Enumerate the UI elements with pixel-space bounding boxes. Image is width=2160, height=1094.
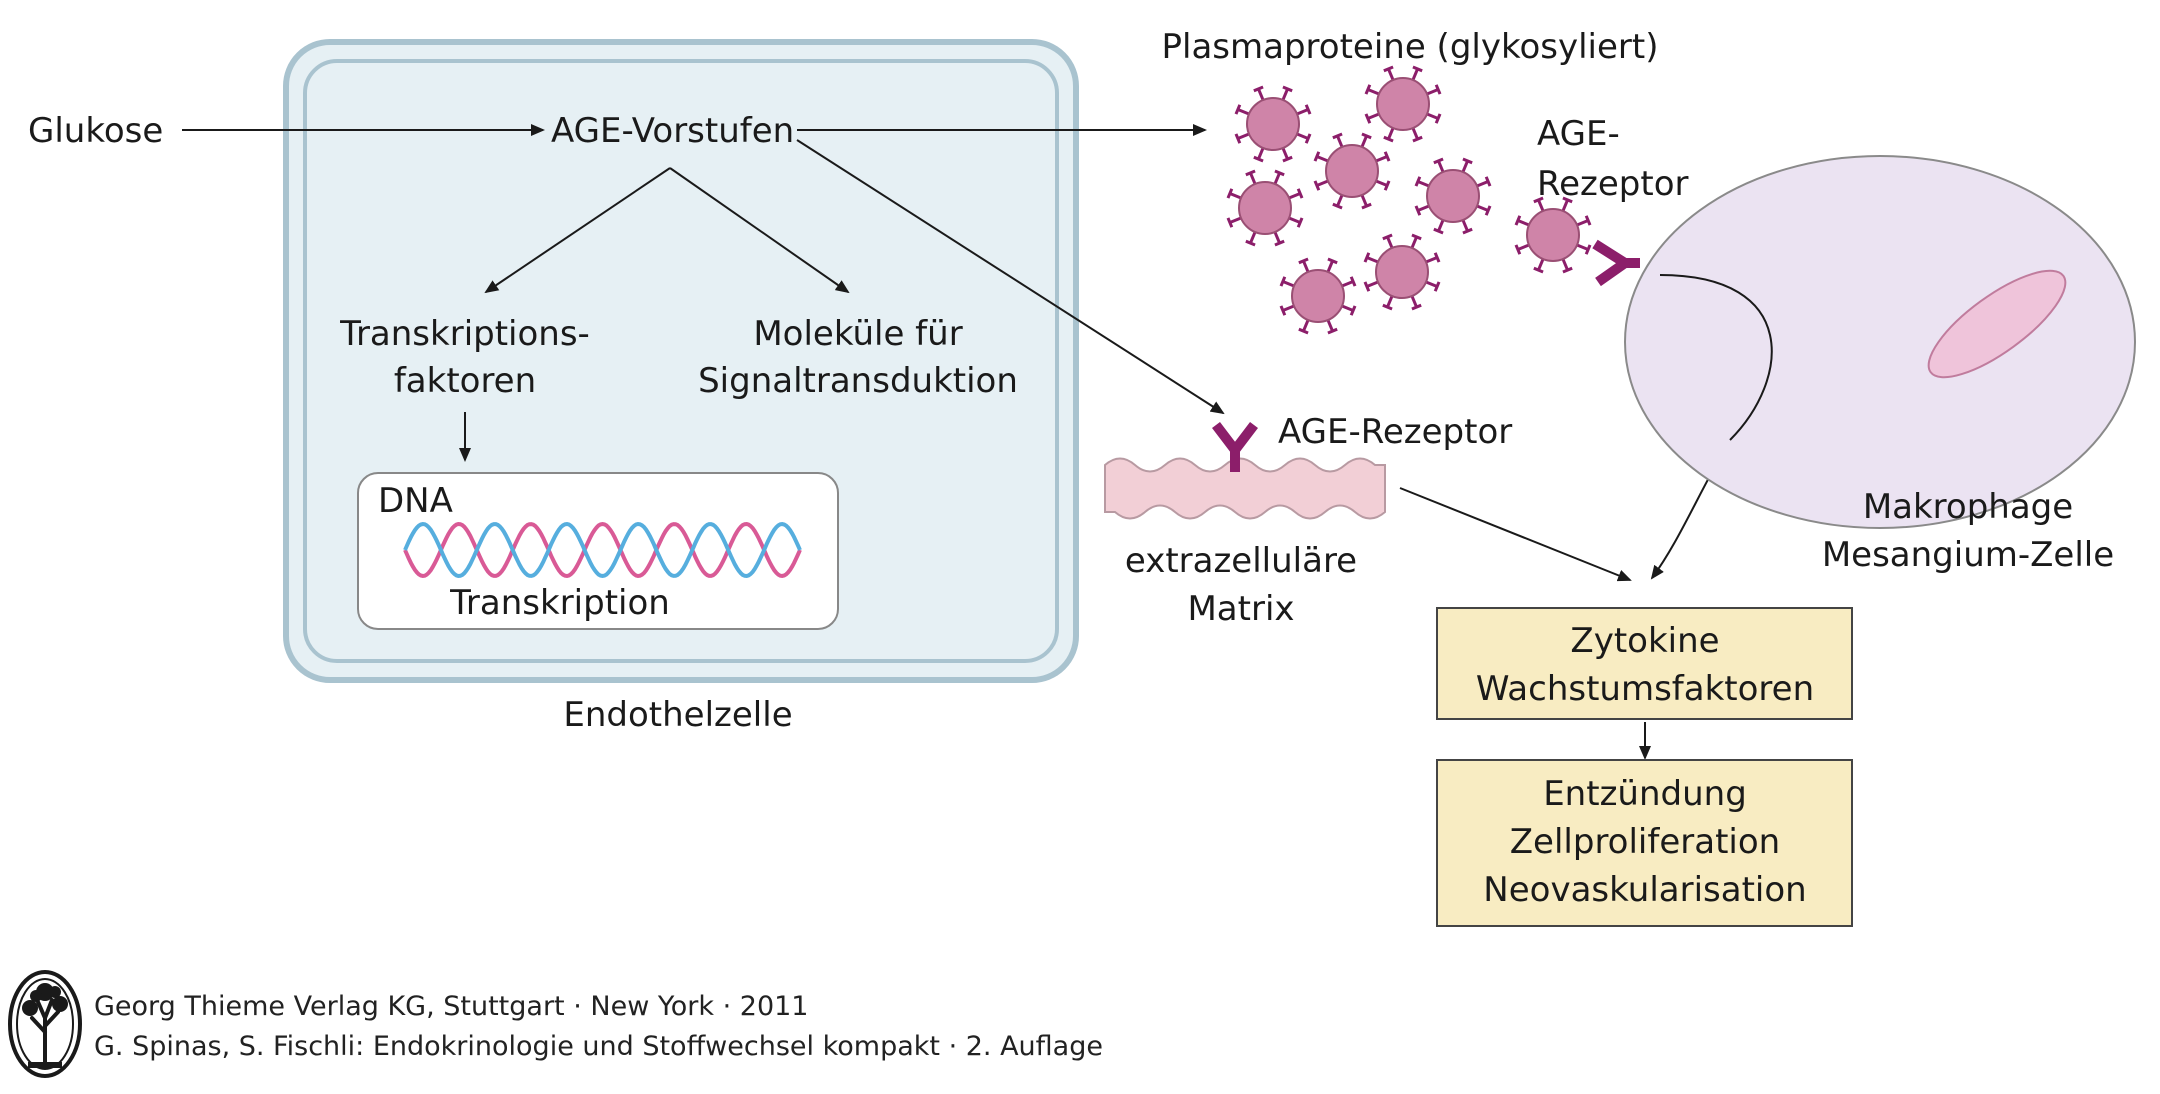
dna-helix-icon	[403, 521, 802, 579]
label-entzuendung: Entzündung	[1543, 774, 1747, 814]
plasmaprotein-icon	[1279, 257, 1357, 335]
arrow-age-to-molekuele	[669, 167, 850, 294]
arrow-matrix-to-zytokine	[1399, 487, 1632, 582]
extrazellulaere-matrix	[1104, 421, 1386, 520]
label-makrophage-2: Mesangium-Zelle	[1822, 535, 2114, 575]
arrow-age-to-transkriptionsfaktoren	[484, 167, 671, 294]
plasmaprotein-icon	[1363, 233, 1441, 311]
label-glukose: Glukose	[28, 111, 163, 151]
label-endothelzelle: Endothelzelle	[563, 695, 792, 735]
age-rezeptor-top-icon	[1514, 196, 1640, 287]
credit-book: G. Spinas, S. Fischli: Endokrinologie un…	[94, 1031, 1103, 1062]
zytokine-box	[1436, 607, 1853, 720]
label-age-rezeptor-top-1: AGE-	[1537, 114, 1620, 154]
makrophage-nucleus	[1927, 269, 2067, 379]
label-transkriptionsfaktoren-1: Transkriptions-	[339, 314, 590, 354]
arrow-age-to-matrix	[796, 139, 1225, 415]
label-matrix-1: extrazelluläre	[1125, 541, 1357, 581]
label-age-vorstufen: AGE-Vorstufen	[551, 111, 794, 151]
plasmaproteine-cluster	[1226, 65, 1492, 335]
makrophage-cell	[1624, 155, 2136, 529]
dna-box	[357, 472, 839, 630]
label-molekuele-2: Signaltransduktion	[698, 361, 1018, 401]
age-rezeptor-matrix-icon	[1212, 421, 1258, 472]
plasmaprotein-icon	[1313, 132, 1391, 210]
label-dna: DNA	[378, 481, 453, 521]
label-matrix-2: Matrix	[1187, 589, 1294, 629]
label-age-rezeptor-top-2: Rezeptor	[1537, 164, 1688, 204]
plasmaprotein-icon	[1364, 65, 1442, 143]
arrow-makrophage-inner	[1659, 274, 1773, 441]
label-wachstumsfaktoren: Wachstumsfaktoren	[1476, 669, 1814, 709]
plasmaprotein-icon	[1414, 157, 1492, 235]
label-transkription: Transkription	[449, 583, 670, 623]
plasmaprotein-icon	[1234, 85, 1312, 163]
label-zytokine: Zytokine	[1570, 621, 1719, 661]
label-molekuele-1: Moleküle für	[753, 314, 962, 354]
credit-publisher: Georg Thieme Verlag KG, Stuttgart · New …	[94, 991, 809, 1022]
label-plasmaproteine: Plasmaproteine (glykosyliert)	[1162, 27, 1659, 67]
label-age-rezeptor-matrix: AGE-Rezeptor	[1278, 412, 1512, 452]
label-zellproliferation: Zellproliferation	[1510, 822, 1780, 862]
label-neovaskularisation: Neovaskularisation	[1483, 870, 1806, 910]
entzuendung-box	[1436, 759, 1853, 927]
plasmaprotein-icon	[1514, 196, 1592, 274]
label-transkriptionsfaktoren-2: faktoren	[394, 361, 536, 401]
publisher-logo	[8, 970, 82, 1078]
label-makrophage-1: Makrophage	[1863, 487, 2073, 527]
plasmaprotein-icon	[1226, 169, 1304, 247]
